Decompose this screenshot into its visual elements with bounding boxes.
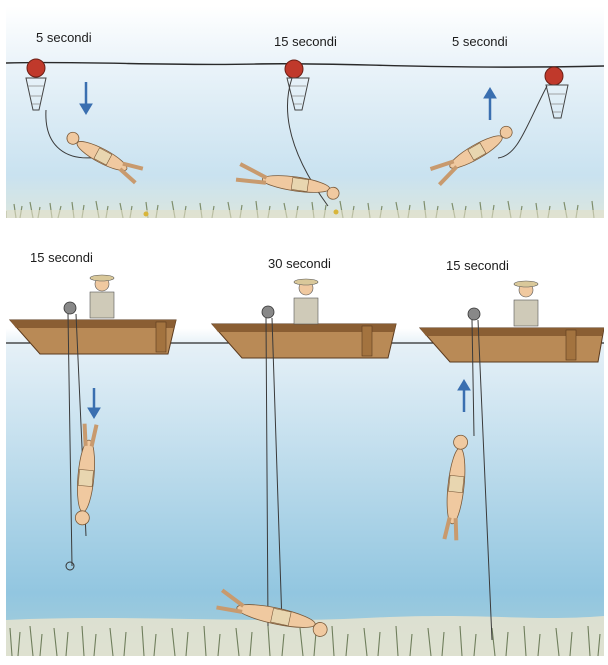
top-step-2-duration: 15 secondi [274, 34, 337, 49]
boat-icon [212, 324, 396, 358]
boat-icon [420, 328, 604, 362]
boat-icon [10, 320, 176, 354]
buoy-icon [285, 60, 303, 78]
winch-icon [468, 308, 480, 320]
buoy-icon [545, 67, 563, 85]
top-step-3-duration: 5 secondi [452, 34, 508, 49]
bottom-panel: 15 secondi 30 secondi 15 secondi [6, 236, 604, 656]
winch-icon [262, 306, 274, 318]
top-step-1-duration: 5 secondi [36, 30, 92, 45]
bottom-step-3-duration: 15 secondi [446, 258, 509, 273]
top-panel: 5 secondi 15 secondi 5 secondi [6, 6, 604, 218]
bottom-step-1-duration: 15 secondi [30, 250, 93, 265]
buoy-icon [27, 59, 45, 77]
bottom-scene [6, 236, 604, 656]
bottom-step-2-duration: 30 secondi [268, 256, 331, 271]
winch-icon [64, 302, 76, 314]
